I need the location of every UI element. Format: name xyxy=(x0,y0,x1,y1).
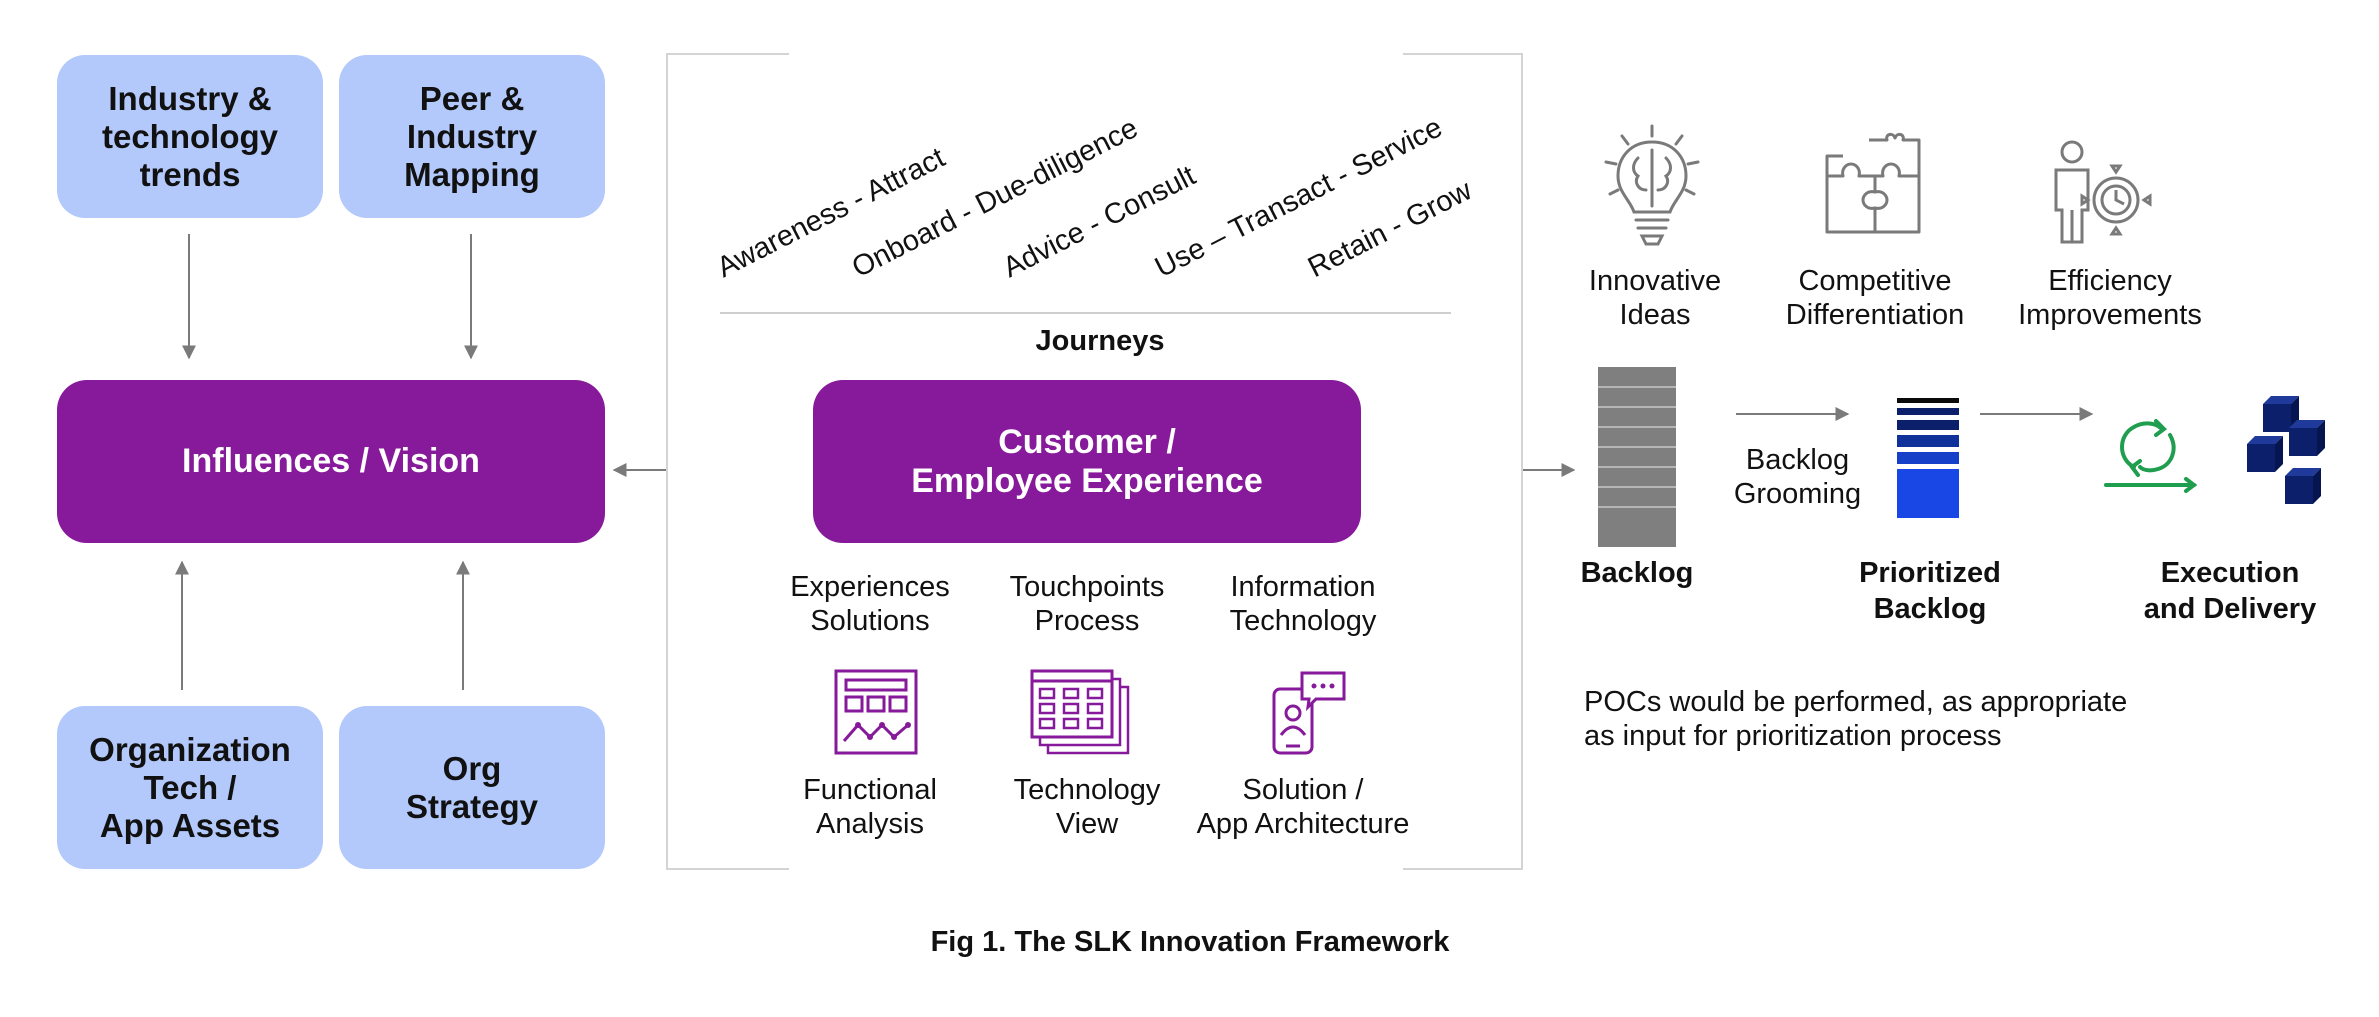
person-gear-clock-icon xyxy=(2054,140,2152,244)
functional-analysis-icon xyxy=(834,669,918,755)
agile-cycle-icon xyxy=(2104,419,2198,493)
col-experiences-label: Experiences Solutions xyxy=(790,571,950,637)
prioritized-backlog-label: Prioritized Backlog xyxy=(1859,557,2001,625)
col-touchpoints-label: Touchpoints Process xyxy=(1009,571,1165,637)
backlog-grooming-label: Backlog Grooming xyxy=(1733,444,1862,510)
prioritized-backlog-icon xyxy=(1897,398,1959,518)
peer-industry-mapping-box: Peer & Industry Mapping xyxy=(339,55,605,218)
influences-vision-box: Influences / Vision xyxy=(57,380,605,543)
col-technology-view-label: Technology View xyxy=(1013,774,1161,840)
org-strategy-box: Org Strategy xyxy=(339,706,605,869)
backlog-label: Backlog xyxy=(1580,557,1694,589)
backlog-stack-icon xyxy=(1598,367,1676,547)
technology-view-icon xyxy=(1030,669,1130,755)
puzzle-icon xyxy=(1825,132,1921,234)
journeys-divider xyxy=(720,312,1451,314)
industry-trends-box: Industry & technology trends xyxy=(57,55,323,218)
innovative-ideas-label: Innovative Ideas xyxy=(1588,265,1722,331)
col-solution-architecture-label: Solution / App Architecture xyxy=(1196,774,1410,840)
organization-assets-box: Organization Tech / App Assets xyxy=(57,706,323,869)
competitive-differentiation-label: Competitive Differentiation xyxy=(1785,265,1965,331)
lightbulb-brain-icon xyxy=(1604,124,1700,246)
frame-gap-bottom xyxy=(789,866,1403,872)
customer-experience-box: Customer / Employee Experience xyxy=(813,380,1361,543)
figure-caption: Fig 1. The SLK Innovation Framework xyxy=(930,926,1450,958)
solution-architecture-icon xyxy=(1272,671,1346,755)
cubes-icon xyxy=(2247,396,2325,504)
col-information-label: Information Technology xyxy=(1229,571,1377,637)
col-functional-analysis-label: Functional Analysis xyxy=(803,774,937,840)
poc-note: POCs would be performed, as appropriate … xyxy=(1584,686,2128,752)
execution-delivery-label: Execution and Delivery xyxy=(2143,557,2317,625)
frame-gap-top xyxy=(789,50,1403,56)
journeys-heading: Journeys xyxy=(1035,325,1165,357)
efficiency-improvements-label: Efficiency Improvements xyxy=(2018,265,2202,331)
